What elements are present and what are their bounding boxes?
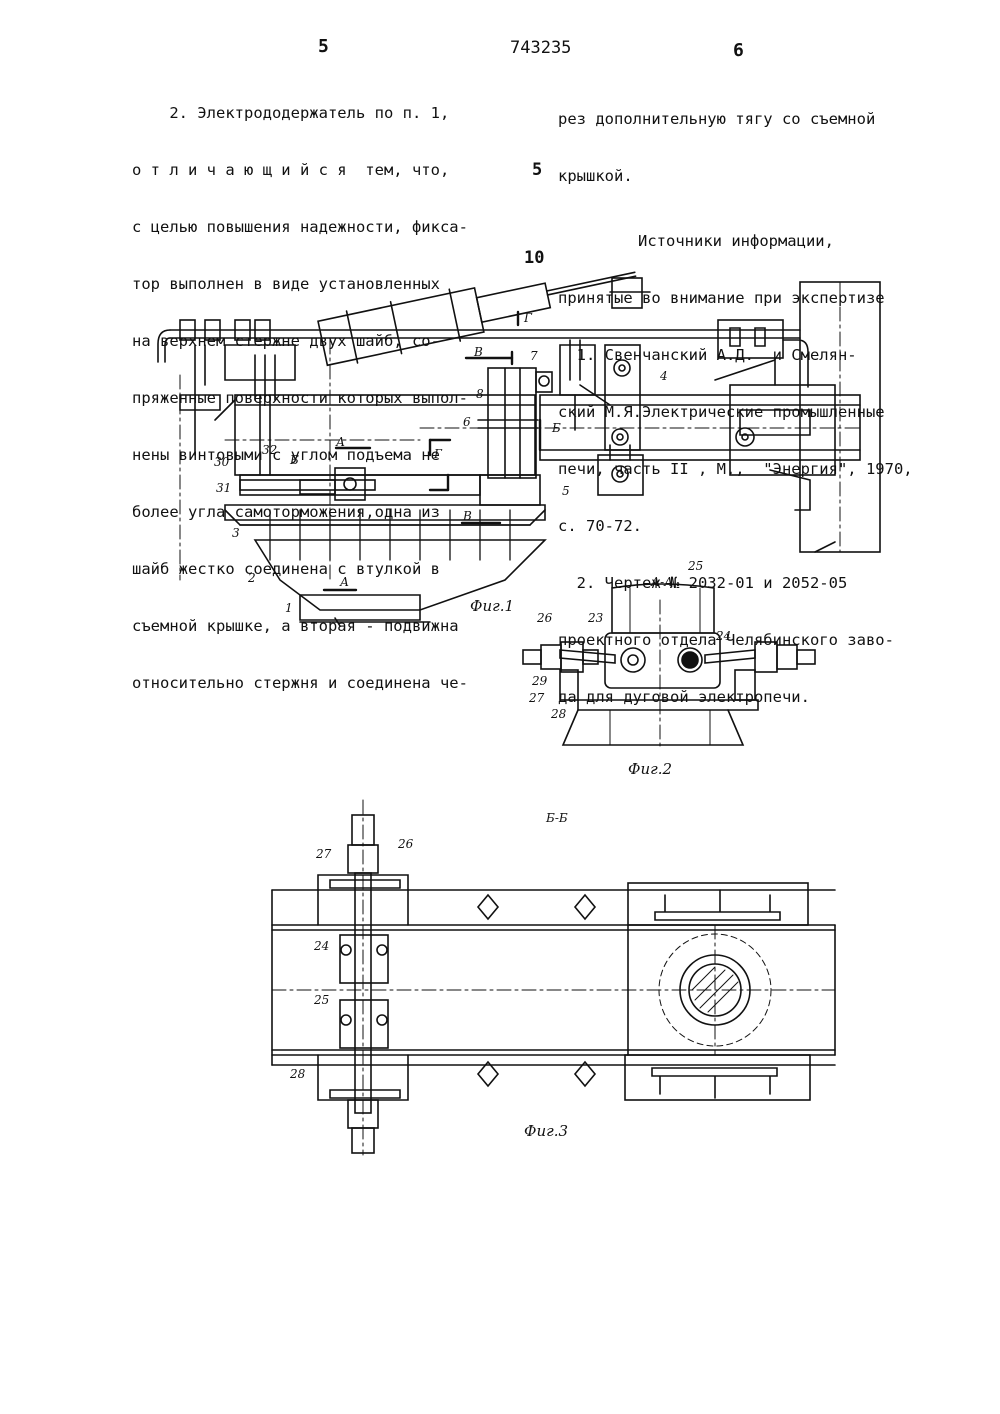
label-8: 8 bbox=[476, 387, 484, 401]
figure-1: 1 2 3 4 5 6 7 8 30 31 32 А А Б Б В В Г Г… bbox=[158, 251, 880, 626]
label-26: 26 bbox=[536, 611, 553, 625]
figure-2: А-А 23 24 25 26 27 28 29 Фиг.2 bbox=[523, 559, 815, 778]
holder-beam bbox=[235, 395, 535, 475]
label-31: 31 bbox=[216, 481, 231, 495]
label-section-g: Г bbox=[523, 311, 533, 325]
label-2: 2 bbox=[247, 571, 256, 585]
label-3: 3 bbox=[232, 526, 240, 540]
label-25: 25 bbox=[313, 993, 329, 1007]
label-section-g: Г bbox=[433, 447, 443, 461]
label-30: 30 bbox=[214, 455, 230, 469]
label-24: 24 bbox=[313, 939, 329, 953]
figure-2-caption: Фиг.2 bbox=[628, 760, 672, 778]
label-25: 25 bbox=[687, 559, 703, 573]
label-32: 32 bbox=[262, 443, 277, 457]
label-section-v: В bbox=[473, 345, 483, 359]
block-7 bbox=[488, 368, 536, 478]
label-section-a: А bbox=[335, 435, 345, 449]
label-7: 7 bbox=[530, 349, 538, 363]
label-29: 29 bbox=[531, 674, 548, 688]
figure-3: Б-Б 24 25 26 27 28 Фиг.3 bbox=[272, 800, 835, 1155]
label-5: 5 bbox=[562, 484, 570, 498]
label-28: 28 bbox=[550, 707, 567, 721]
label-23: 23 bbox=[587, 611, 604, 625]
label-section-b: Б bbox=[289, 453, 299, 467]
label-27: 27 bbox=[528, 691, 545, 705]
label-6: 6 bbox=[463, 415, 471, 429]
label-section-a: А bbox=[339, 575, 349, 589]
figure-3-caption: Фиг.3 bbox=[524, 1122, 568, 1140]
label-section-v: В bbox=[462, 509, 472, 523]
label-1: 1 bbox=[285, 601, 293, 615]
label-24: 24 bbox=[715, 629, 731, 643]
label-section-b: Б bbox=[551, 421, 561, 435]
label-4: 4 bbox=[659, 369, 668, 383]
figure-1-caption: Фиг.1 bbox=[470, 597, 514, 615]
label-28: 28 bbox=[289, 1067, 306, 1081]
fig2-section-title: А-А bbox=[650, 575, 673, 589]
label-26: 26 bbox=[397, 837, 414, 851]
fig3-section-title: Б-Б bbox=[545, 811, 568, 825]
column-clamp bbox=[730, 385, 835, 475]
label-27: 27 bbox=[315, 847, 332, 861]
